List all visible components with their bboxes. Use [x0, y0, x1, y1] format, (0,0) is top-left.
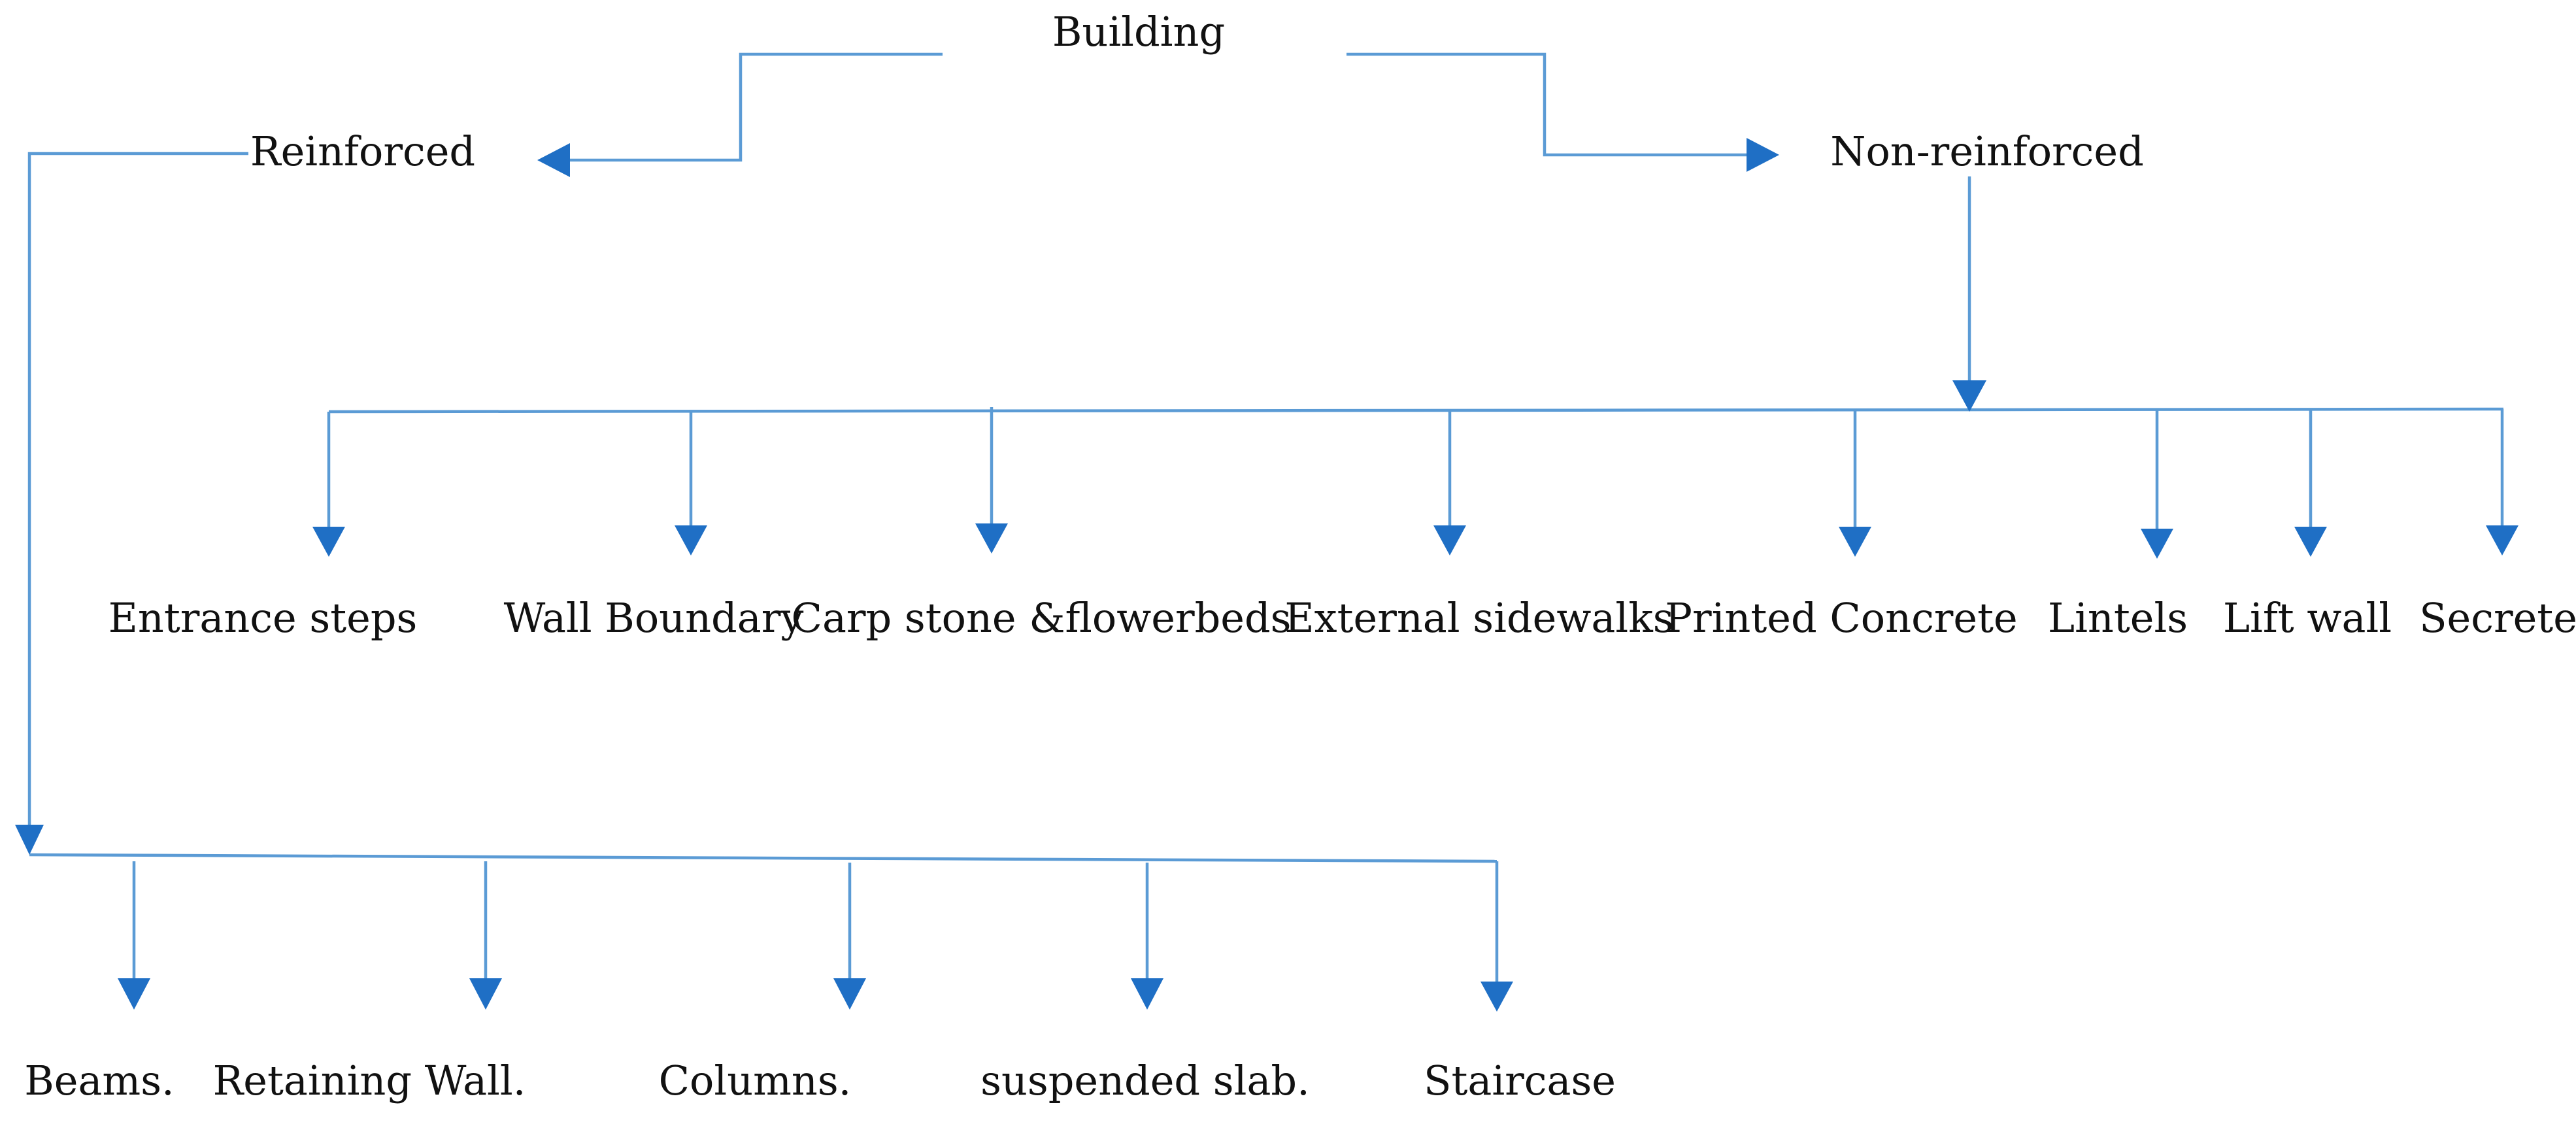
arrowhead-nonreinforced-stem	[1952, 380, 1986, 412]
arrowhead-staircase	[1480, 982, 1513, 1012]
node-labels: Building Reinforced Non-reinforced Entra…	[24, 8, 2576, 1104]
arrowhead-lintels	[2141, 529, 2173, 559]
arrowhead-retaining-wall	[469, 978, 502, 1010]
connector-lines	[27, 52, 2504, 984]
leaf-lintels: Lintels	[2048, 594, 2188, 642]
leaf-printed-concrete: Printed Concrete	[1665, 594, 2017, 642]
leaf-beams: Beams.	[24, 1057, 175, 1104]
root-node-label: Building	[1052, 8, 1225, 56]
leaf-suspended-slab: suspended slab.	[980, 1057, 1310, 1104]
arrowhead-wall-boundary	[675, 525, 707, 555]
connector-reinforced-leader	[27, 152, 248, 825]
leaf-wall-boundary: Wall Boundary	[504, 594, 804, 642]
arrowhead-reinforced-leader	[15, 825, 44, 855]
leaf-secrete: Secrete	[2419, 594, 2576, 642]
leaf-lift-wall: Lift wall	[2223, 594, 2392, 642]
reinforced-node-label: Reinforced	[250, 127, 475, 175]
leaf-staircase: Staircase	[1424, 1057, 1616, 1104]
arrowhead-reinforced	[537, 143, 570, 177]
arrowhead-nonreinforced	[1747, 138, 1779, 172]
arrowhead-suspended-slab	[1131, 978, 1163, 1010]
arrowhead-beams	[118, 978, 150, 1010]
nonreinforced-node-label: Non-reinforced	[1830, 127, 2144, 175]
leaf-carp-stone-flowerbeds: Carp stone &flowerbeds	[792, 594, 1292, 642]
arrowhead-lift-wall	[2294, 527, 2327, 557]
arrowhead-entrance-steps	[312, 527, 345, 557]
leaf-retaining-wall: Retaining Wall.	[213, 1057, 526, 1104]
nonreinforced-bus	[328, 407, 2504, 414]
arrowhead-carp-stone	[975, 523, 1008, 554]
connector-root-nonreinforced	[1347, 52, 1748, 157]
arrowheads	[15, 138, 2518, 1012]
leaf-external-sidewalks: External sidewalks	[1284, 594, 1673, 642]
arrowhead-printed-concrete	[1839, 527, 1871, 557]
arrowhead-columns	[833, 978, 866, 1010]
arrowhead-external-sidewalks	[1433, 525, 1466, 555]
leaf-entrance-steps: Entrance steps	[109, 594, 418, 642]
arrowhead-secrete	[2486, 525, 2518, 555]
connector-root-reinforced	[562, 52, 943, 162]
reinforced-bus	[29, 853, 1497, 863]
leaf-columns: Columns.	[659, 1057, 852, 1104]
